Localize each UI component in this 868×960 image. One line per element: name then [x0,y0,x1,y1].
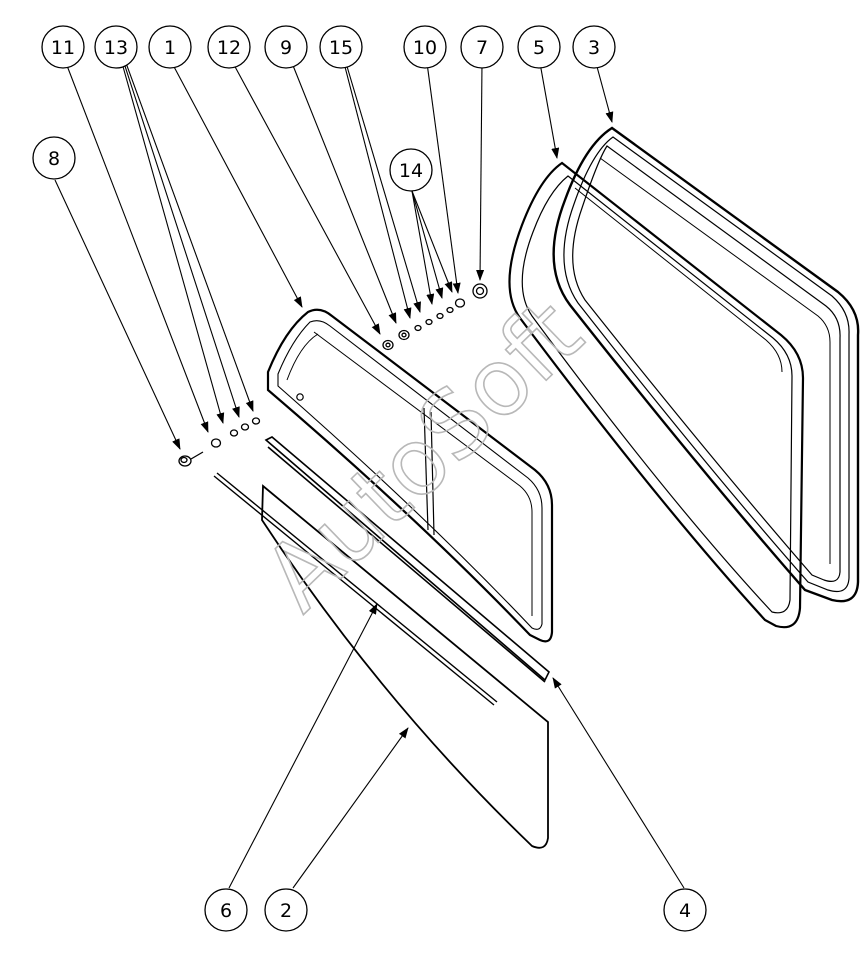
callout-1: 1 [148,25,192,69]
callout-13: 13 [94,25,138,69]
callout-2: 2 [264,888,308,932]
callout-7: 7 [460,25,504,69]
callout-6: 6 [204,888,248,932]
callout-8-label: 8 [48,148,60,170]
part-3-outer-seal [552,126,860,603]
part-5-gasket [508,161,805,629]
part-4-lower-rail [264,436,550,683]
part-2-glass-panel [261,484,549,849]
callout-3-label: 3 [588,37,600,59]
callout-10: 10 [403,25,447,69]
callout-5-label: 5 [533,37,545,59]
callout-8: 8 [32,136,76,180]
part-6-rod [213,472,498,706]
callout-11: 11 [41,25,85,69]
callout-2-label: 2 [280,900,292,922]
callout-12: 12 [207,25,251,69]
callout-1-label: 1 [164,37,176,59]
fasteners-right [382,283,488,351]
callout-9: 9 [264,25,308,69]
part-1-window-frame [266,308,554,643]
callout-15-label: 15 [329,37,353,59]
callout-10-label: 10 [413,37,437,59]
callout-7-label: 7 [476,37,488,59]
callout-14-label: 14 [399,160,423,182]
callout-6-label: 6 [220,900,232,922]
callout-14: 14 [389,148,433,192]
callout-15: 15 [319,25,363,69]
callout-11-label: 11 [51,37,75,59]
leader-lines [54,62,685,889]
callout-4: 4 [663,888,707,932]
callout-13-label: 13 [104,37,128,59]
callout-3: 3 [572,25,616,69]
callout-5: 5 [517,25,561,69]
callout-9-label: 9 [280,37,292,59]
fasteners-left [178,417,261,467]
callout-12-label: 12 [217,37,241,59]
callout-4-label: 4 [679,900,691,922]
